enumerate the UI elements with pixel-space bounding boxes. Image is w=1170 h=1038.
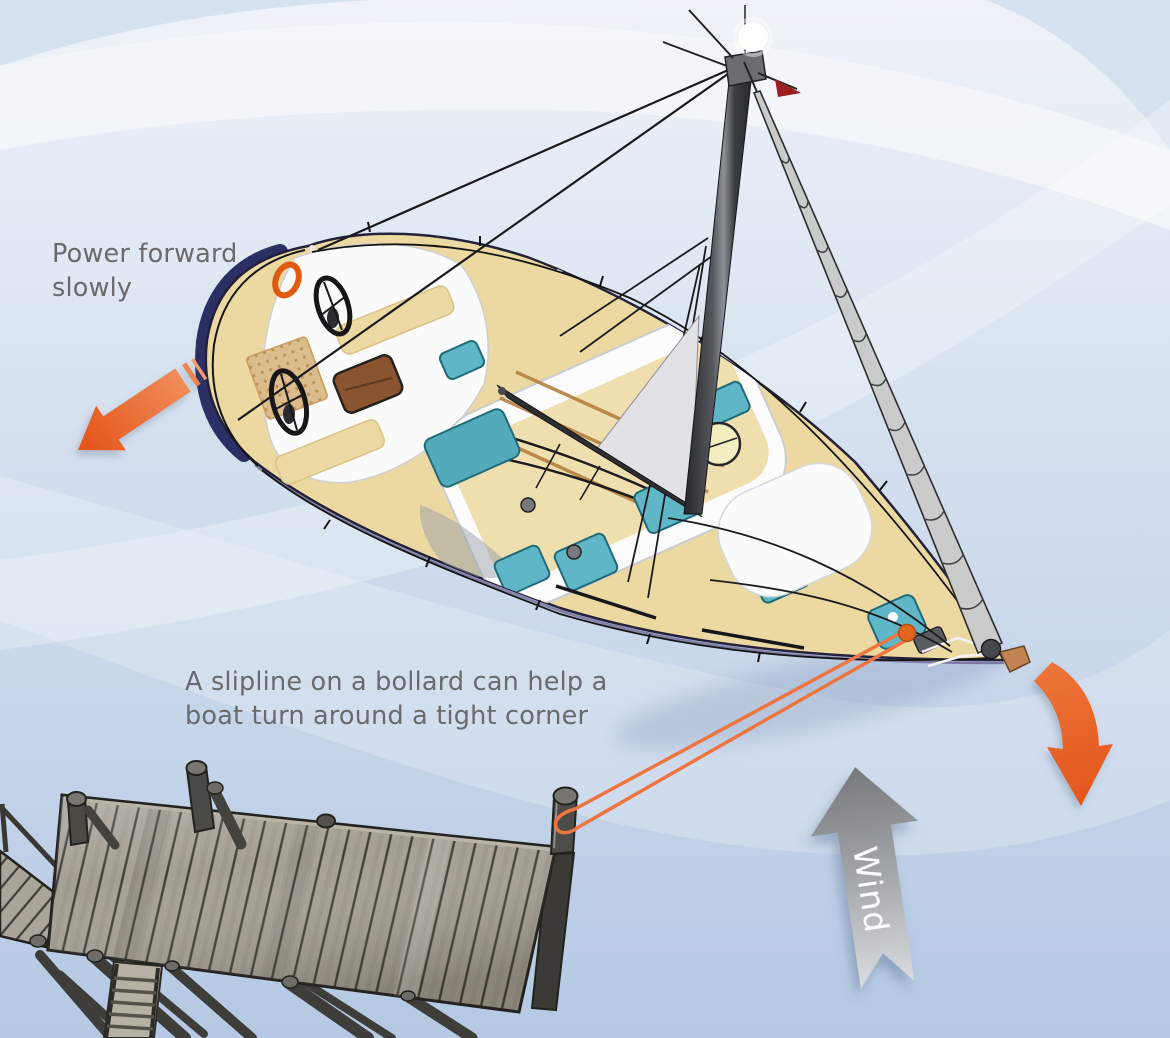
- ramp-handrail: [0, 804, 60, 870]
- mainsheet: [535, 443, 561, 489]
- cockpit-bench: [275, 419, 385, 485]
- power-note-line2: slowly: [52, 273, 132, 303]
- rail-fitting: [309, 245, 315, 251]
- caption-line2: boat turn around a tight corner: [185, 701, 589, 731]
- annotations: Power forward slowly A slipline on a bol…: [52, 239, 607, 731]
- forehatch-dot: [888, 612, 898, 622]
- turn-direction-arrow: [1034, 662, 1113, 806]
- furling-drum: [980, 638, 1002, 660]
- wave-band-top-right: [985, 0, 1170, 150]
- backstay: [317, 62, 743, 252]
- bollard-cap: [29, 934, 47, 948]
- caption-line1: A slipline on a bollard can help a: [185, 667, 607, 697]
- sailboat-illustration: [195, 5, 1031, 674]
- backstay: [237, 63, 743, 421]
- steering-wheel-port: [268, 368, 310, 436]
- masthead-unit: [724, 50, 767, 87]
- dock-piling: [294, 974, 396, 1038]
- dock-edge-line: [61, 794, 557, 848]
- stern-navy-band: [195, 244, 288, 462]
- bollard-cap: [400, 990, 416, 1002]
- bollard-cap: [316, 813, 336, 829]
- wave-band-upper: [0, 22, 1170, 230]
- masthead: [662, 5, 801, 97]
- antenna: [662, 41, 728, 67]
- steering-wheel-starboard: [313, 275, 353, 337]
- wave-band-top-left: [0, 0, 370, 66]
- deck-hatch: [493, 544, 551, 596]
- anchor: [998, 645, 1031, 674]
- bollard-brace: [83, 805, 120, 850]
- arrow-tail-stripe: [191, 358, 208, 381]
- dock-piling: [284, 978, 374, 1038]
- bollard-cap: [206, 781, 224, 795]
- plank-shade: [112, 804, 172, 962]
- genoa-tracks: [555, 584, 805, 650]
- plank-shade: [264, 820, 318, 980]
- bow-cleat: [897, 623, 917, 643]
- slipline-out: [573, 628, 908, 811]
- power-direction-arrow: [78, 358, 208, 451]
- cockpit-bench: [335, 285, 455, 355]
- dock-piling: [404, 992, 478, 1038]
- winch: [566, 544, 582, 560]
- jib-sheet: [667, 517, 951, 647]
- arrow-tail-stripe: [182, 362, 201, 387]
- masthead-light: [738, 22, 768, 52]
- dock-ramp: [0, 849, 62, 949]
- boom-end-fitting: [498, 387, 506, 395]
- sprayhood-window: [423, 408, 521, 488]
- foredeck-panel: [717, 462, 873, 598]
- jib-sheet: [709, 579, 953, 653]
- wave-band-middle: [0, 100, 1170, 650]
- slipline-rope: [553, 623, 917, 835]
- deck-hatch: [438, 339, 486, 381]
- slipline-back: [575, 640, 905, 830]
- bollard-cap: [66, 791, 87, 807]
- mainsheet: [579, 465, 601, 501]
- furled-genoa: [752, 90, 1004, 660]
- power-note-line1: Power forward: [52, 239, 238, 269]
- plank-shade: [394, 833, 452, 998]
- shroud: [579, 255, 713, 353]
- antenna: [688, 9, 734, 59]
- bollard-cap: [185, 760, 208, 776]
- bollard-cap: [164, 960, 180, 972]
- ramp-post: [0, 803, 9, 853]
- dock-surface-shading: [48, 795, 556, 1012]
- wind-arrow-shape: [810, 767, 918, 989]
- shroud: [559, 237, 709, 337]
- forestay-link: [743, 61, 758, 93]
- dock-edge-fascia: [63, 794, 555, 852]
- lifebuoy: [272, 261, 302, 299]
- sprayhood-shadow: [419, 505, 520, 578]
- wave-band-lower: [0, 476, 1170, 856]
- stanchions: [323, 221, 888, 663]
- bollard-cap: [86, 949, 104, 963]
- dock-ladder: [102, 960, 164, 1038]
- masthead-light-glow: [733, 17, 773, 57]
- genoa-furl-wraps: [780, 156, 984, 610]
- windex-vane: [775, 79, 801, 97]
- slipline-bollard-wrap: [553, 807, 579, 835]
- bollard-brace: [208, 784, 247, 850]
- bollard-cap: [281, 975, 299, 989]
- table-leaf-split: [344, 377, 393, 391]
- dock-piling: [167, 963, 257, 1038]
- dock-piling: [35, 950, 113, 1038]
- wind-arrow: Wind: [810, 767, 918, 989]
- dock-pilings: [35, 946, 478, 1038]
- winch: [520, 497, 536, 513]
